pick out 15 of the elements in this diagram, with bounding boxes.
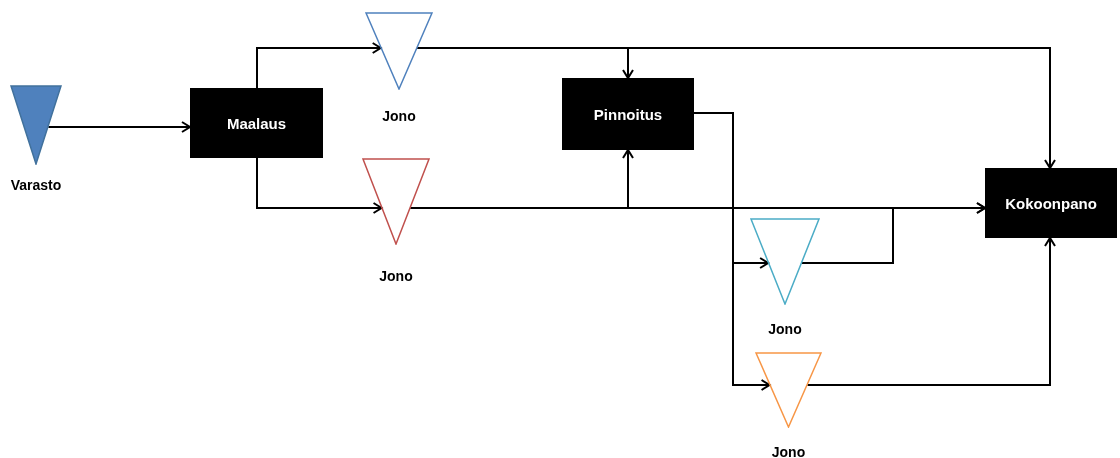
arrow (47, 121, 191, 133)
arrow (256, 42, 382, 89)
arrow (416, 47, 1056, 169)
process-box: Maalaus (190, 88, 323, 158)
node-label: Varasto (10, 177, 62, 193)
arrow (806, 237, 1056, 386)
arrow (800, 202, 986, 264)
arrow (693, 112, 771, 391)
node-label: Jono (379, 268, 413, 284)
process-box: Kokoonpano (985, 168, 1117, 238)
node-label: Jono (771, 444, 806, 458)
arrow (256, 157, 383, 214)
node-label: Jono (768, 321, 802, 337)
process-box: Pinnoitus (562, 78, 694, 150)
node-label: Jono (382, 108, 416, 124)
